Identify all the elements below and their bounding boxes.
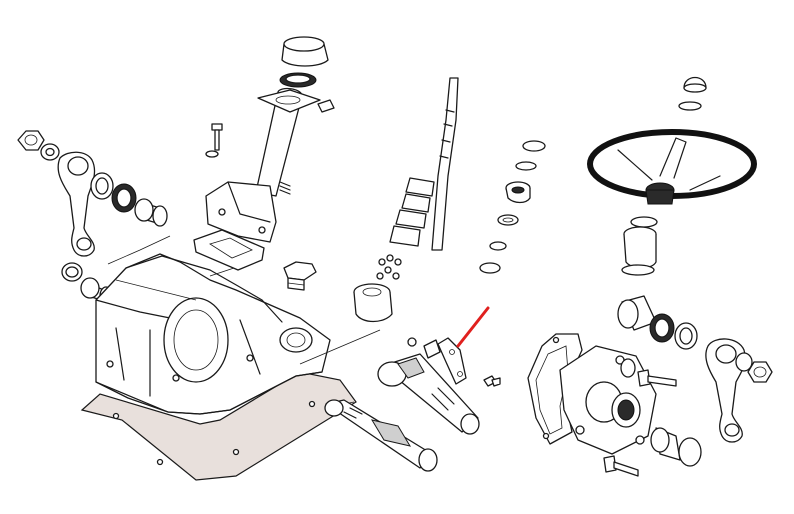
wheel-cap-nut bbox=[683, 76, 707, 93]
highlight-marker bbox=[456, 306, 490, 348]
lock-plate-screw bbox=[483, 375, 501, 387]
left-drop-arm-group bbox=[17, 130, 168, 257]
housing-base-gasket bbox=[80, 371, 357, 481]
right-drop-arm bbox=[705, 338, 746, 443]
steering-wheel bbox=[587, 129, 757, 205]
right-shaft-seal-stack bbox=[617, 295, 698, 350]
steering-wheel-group bbox=[587, 76, 757, 276]
left-shaft-seal bbox=[90, 172, 137, 213]
worm-shaft bbox=[431, 77, 459, 251]
left-arm-nut bbox=[17, 130, 45, 151]
column-bolt bbox=[205, 123, 223, 158]
cover-bolt-upper bbox=[637, 369, 677, 387]
worm-bearing-balls bbox=[376, 254, 402, 280]
column-lower-flange bbox=[205, 181, 277, 243]
lock-plate bbox=[437, 337, 467, 385]
right-shaft-bushing bbox=[650, 427, 702, 467]
wheel-washer bbox=[678, 101, 702, 111]
right-arm-washer bbox=[735, 352, 753, 372]
wheel-hub-bushing bbox=[623, 226, 657, 269]
gearbox-housing bbox=[80, 253, 357, 481]
left-drop-arm bbox=[57, 151, 96, 257]
column-flange-gasket bbox=[193, 229, 265, 271]
worm-bearing-cup bbox=[353, 283, 393, 323]
sector-shaft-lower bbox=[324, 399, 438, 472]
worm-thread bbox=[389, 177, 435, 247]
side-cover bbox=[559, 345, 657, 455]
sector-shaft-upper bbox=[377, 337, 480, 435]
lock-plate-group bbox=[423, 306, 501, 387]
steering-column-group bbox=[193, 36, 335, 271]
column-grub-screw bbox=[317, 99, 335, 113]
cover-bolt-lower bbox=[603, 455, 639, 477]
left-shaft-bushing bbox=[134, 198, 168, 227]
right-arm-nut bbox=[747, 361, 773, 383]
shim-stack bbox=[479, 140, 546, 274]
adjuster-nut bbox=[505, 181, 531, 204]
filler-plug bbox=[283, 261, 317, 291]
worm-shaft-group bbox=[353, 77, 459, 323]
left-arm-washer bbox=[40, 143, 60, 161]
column-top-cap bbox=[281, 36, 329, 67]
column-spring bbox=[279, 181, 291, 195]
